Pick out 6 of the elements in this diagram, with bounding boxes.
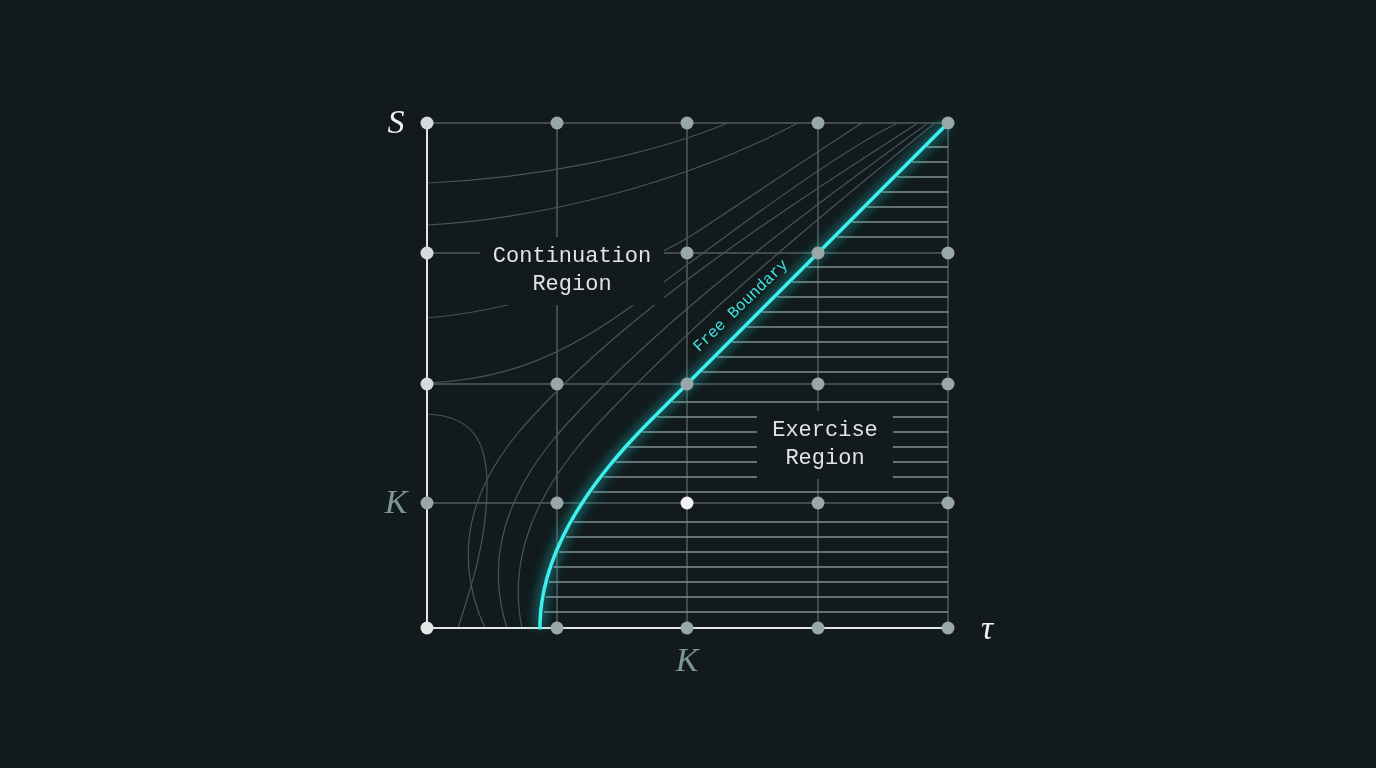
region-label: Exercise Region [757, 411, 893, 479]
axis-label: τ [980, 611, 994, 645]
axis-label: K [675, 643, 699, 677]
axis-label: S [387, 105, 405, 139]
axis-label: K [384, 485, 408, 519]
region-label: Continuation Region [480, 237, 664, 305]
